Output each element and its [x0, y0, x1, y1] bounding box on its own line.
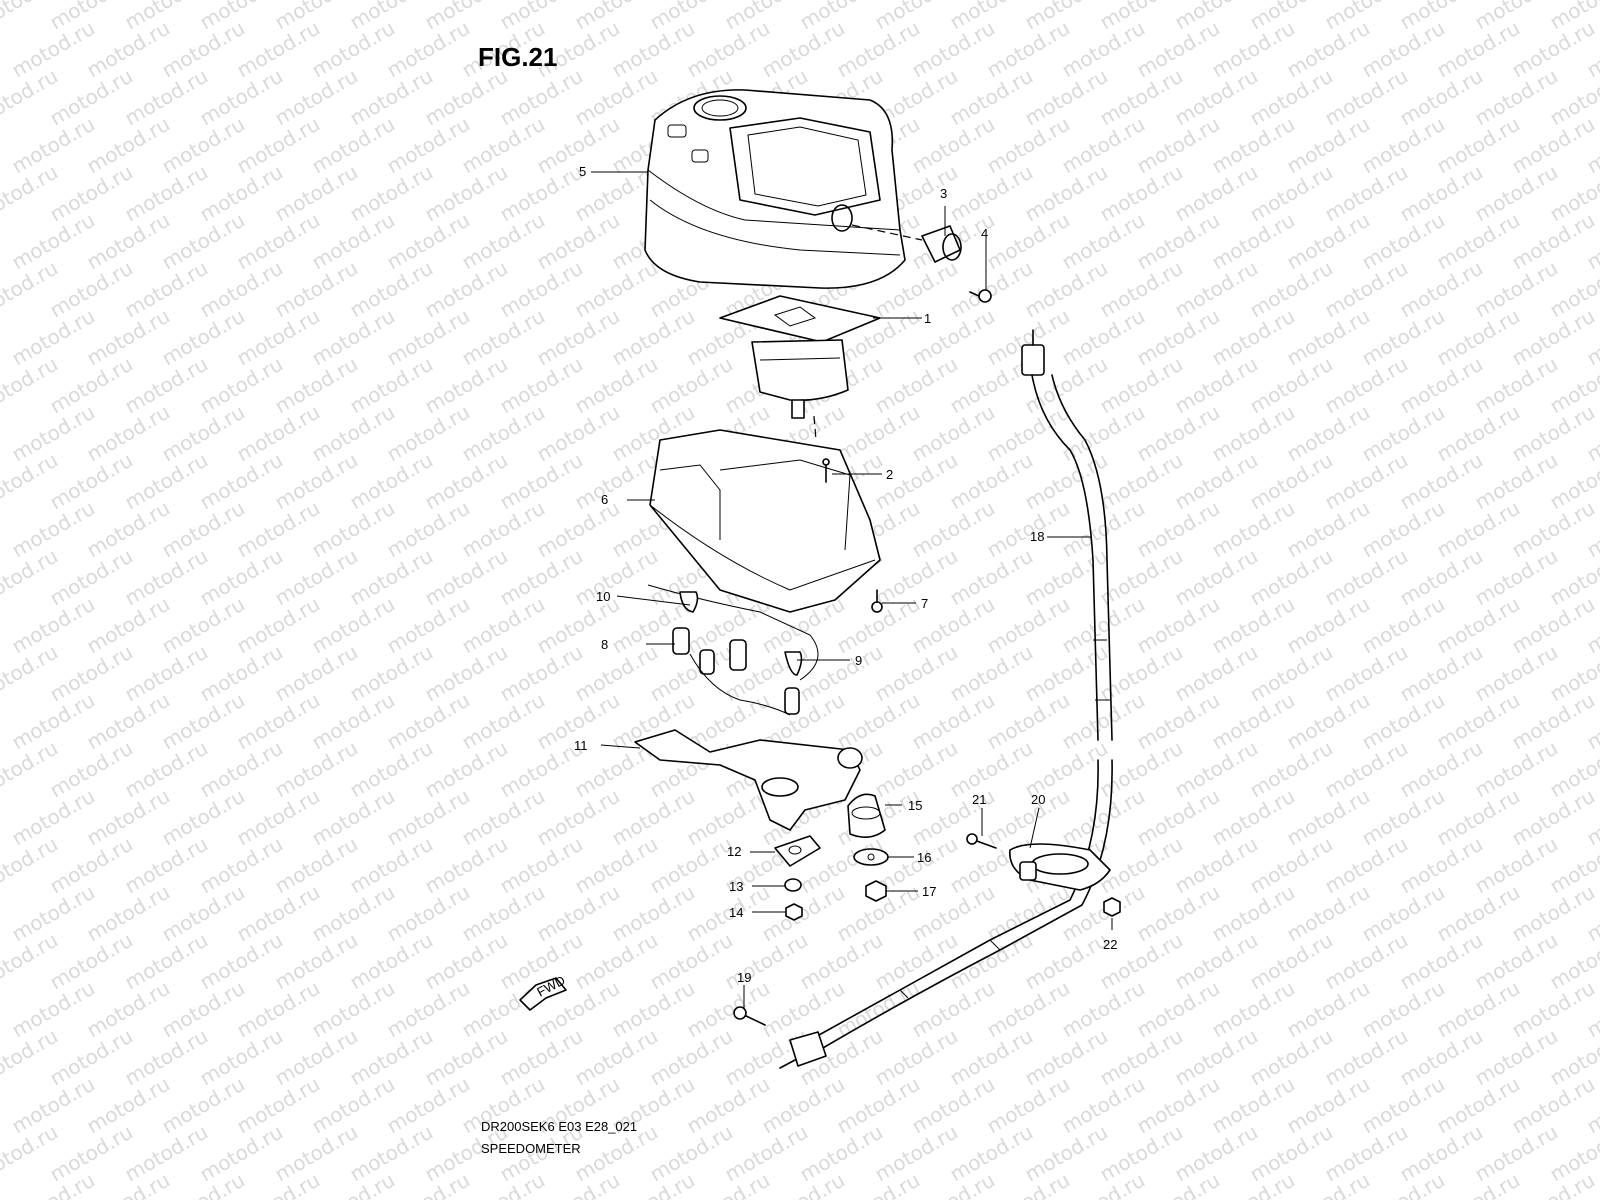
speedometer-cable-part: [779, 329, 1113, 1069]
meter-case-part: [649, 429, 881, 613]
callout-16: 16: [917, 850, 931, 865]
nut-part: [1103, 897, 1121, 917]
screw-part: [822, 458, 830, 483]
callout-3: 3: [940, 186, 947, 201]
callout-2: 2: [886, 467, 893, 482]
leader-lines: [591, 171, 1113, 1008]
meter-bracket-part: [634, 729, 863, 831]
callout-4: 4: [981, 226, 988, 241]
callout-22: 22: [1103, 937, 1117, 952]
bulb-socket-part: [647, 584, 819, 716]
callout-5: 5: [579, 164, 586, 179]
screw-part: [871, 589, 883, 613]
diagram-name: SPEEDOMETER: [481, 1141, 581, 1156]
nut-part: [865, 880, 887, 902]
grommet-part: [774, 835, 821, 867]
screw-part: [969, 289, 992, 303]
cable-clamp-part: [1009, 843, 1111, 891]
callout-21: 21: [972, 792, 986, 807]
callout-7: 7: [921, 596, 928, 611]
figure-title: FIG.21: [478, 42, 557, 72]
washer-part: [853, 848, 889, 866]
callout-1: 1: [924, 311, 931, 326]
callout-12: 12: [727, 844, 741, 859]
callout-14: 14: [729, 905, 743, 920]
callout-6: 6: [601, 492, 608, 507]
cushion-part: [847, 793, 886, 838]
callout-20: 20: [1031, 792, 1045, 807]
screw-part: [733, 1006, 766, 1026]
callout-8: 8: [601, 637, 608, 652]
callout-17: 17: [922, 884, 936, 899]
callout-13: 13: [729, 879, 743, 894]
callout-11: 11: [574, 738, 588, 753]
callout-labels: 1 2 3 4 5 6 7 8 9 10 11 12 13 14 15 16 1…: [574, 164, 1117, 985]
callout-9: 9: [855, 653, 862, 668]
meter-cover-part: [644, 89, 906, 289]
callout-18: 18: [1030, 529, 1044, 544]
cable-nut-part: [921, 225, 962, 263]
washer-part: [784, 878, 802, 892]
callout-19: 19: [737, 970, 751, 985]
bolt-part: [966, 833, 997, 849]
nut-part: [785, 903, 803, 921]
callout-10: 10: [596, 589, 610, 604]
speedometer-assembly-part: [719, 295, 881, 419]
diagram-code: DR200SEK6 E03 E28_021: [481, 1119, 637, 1134]
callout-15: 15: [908, 798, 922, 813]
